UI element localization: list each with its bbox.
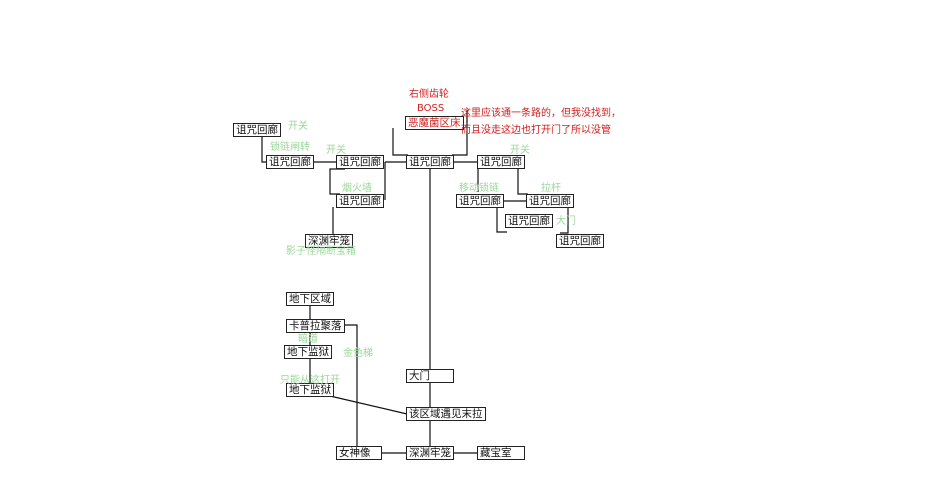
node-curse-right-e: 诅咒回廊 xyxy=(556,234,604,248)
node-underground: 地下区域 xyxy=(286,292,334,306)
node-prison-1: 地下监狱 xyxy=(284,345,332,359)
label-secret: 暗道 xyxy=(298,334,318,345)
node-prison-2: 地下监狱 xyxy=(286,383,334,397)
note-line-1: 这里应该通一条路的，但我没找到， xyxy=(461,108,621,119)
node-curse-top-left: 诅咒回廊 xyxy=(233,123,281,137)
node-curse-left-mid: 诅咒回廊 xyxy=(266,155,314,169)
edge-leftcenter-lower xyxy=(329,168,345,195)
label-move-lock: 移动锁链 xyxy=(459,183,499,194)
boss-node: 恶魔菌区床 xyxy=(405,116,464,130)
note-line-2: 而且没走这边也打开门了所以没管 xyxy=(461,125,611,136)
label-gear: 右侧齿轮 xyxy=(409,89,449,100)
node-abyss-cage-lower: 深渊牢笼 xyxy=(406,446,454,460)
edge-karla-goddess xyxy=(340,324,358,446)
node-treasure: 藏宝室 xyxy=(477,446,525,460)
node-curse-left-lower: 诅咒回廊 xyxy=(336,194,384,208)
node-karla-village: 卡普拉聚落 xyxy=(286,319,345,333)
edge-boss-left xyxy=(392,128,408,156)
label-boss: BOSS xyxy=(417,103,445,114)
label-switch-3: 开关 xyxy=(510,145,530,156)
edge-rightb-rightd xyxy=(496,208,507,233)
label-gate: 大门 xyxy=(556,216,576,227)
label-bonfire: 烟火墙 xyxy=(342,183,372,194)
label-switch-1: 开关 xyxy=(288,121,308,132)
edge-prison2-encounter xyxy=(329,395,408,415)
node-goddess: 女神像 xyxy=(336,446,382,460)
node-abyss-cage-upper: 深渊牢笼 xyxy=(305,234,353,248)
label-switch-2: 开关 xyxy=(326,145,346,156)
label-shadow-note: 影子怪隔断宝箱 xyxy=(286,246,356,257)
node-curse-right-c: 诅咒回廊 xyxy=(526,194,574,208)
edge-boss-right xyxy=(452,110,468,156)
label-ladder: 金色梯 xyxy=(343,348,373,359)
label-lever: 拉杆 xyxy=(541,183,561,194)
node-curse-center: 诅咒回廊 xyxy=(406,155,454,169)
node-curse-right-b: 诅咒回廊 xyxy=(456,194,504,208)
node-curse-right-a: 诅咒回廊 xyxy=(477,155,525,169)
node-curse-left-center: 诅咒回廊 xyxy=(336,155,384,169)
label-only-here: 只能从这打开 xyxy=(280,375,340,386)
node-main-gate: 大门 xyxy=(406,369,454,383)
edge-rightc-righte xyxy=(560,207,569,234)
label-gear-turn: 锁链闸转 xyxy=(270,142,310,153)
node-curse-right-d: 诅咒回廊 xyxy=(505,214,553,228)
node-encounter: 该区域遇见末拉 xyxy=(406,407,486,421)
edge-righta-down xyxy=(517,169,528,195)
